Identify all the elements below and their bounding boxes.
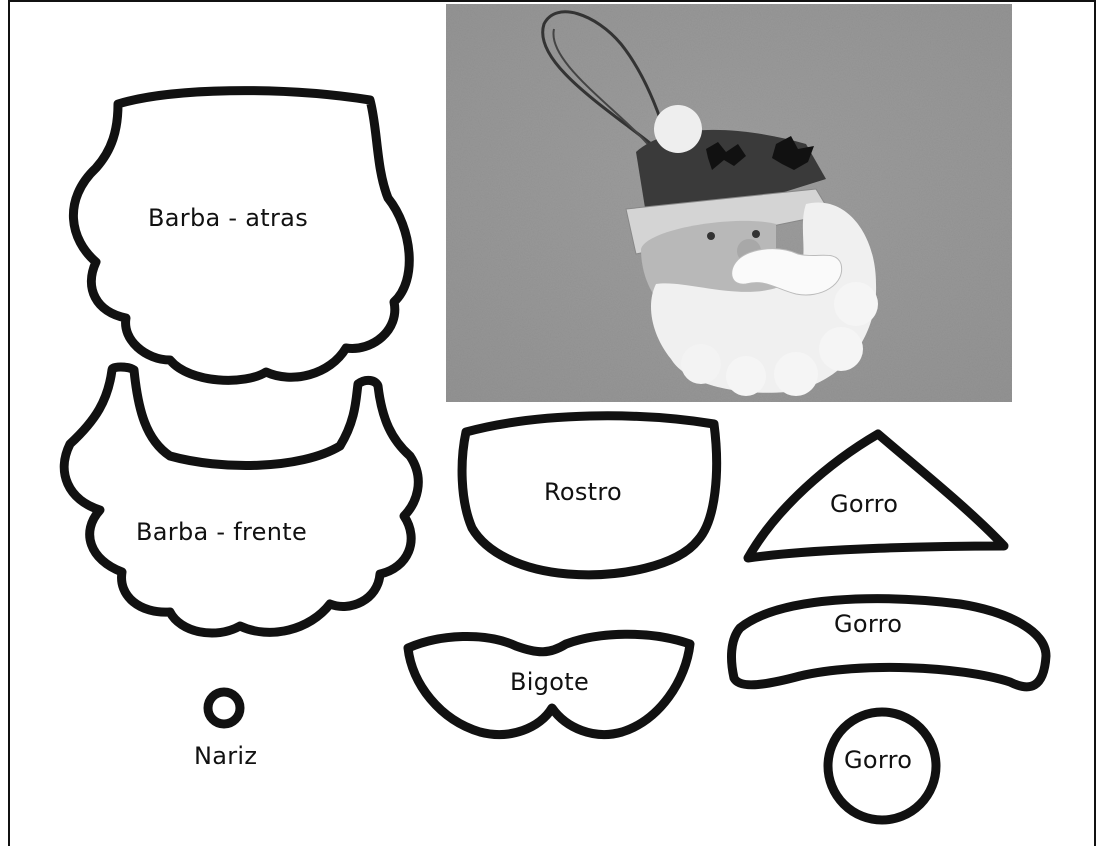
page-border [8,0,1096,846]
ornament-photo [446,4,1012,402]
beard-back-piece [69,86,414,385]
hat-pompom-piece [823,707,941,825]
santa-ornament-image [446,4,1012,402]
face-label: Rostro [544,478,623,506]
hat-band-label: Gorro [834,610,903,638]
nose-piece [203,687,245,729]
face-piece [457,411,722,580]
hat-top-piece [743,429,1009,563]
nose-label: Nariz [194,742,258,770]
mustache-piece [403,629,695,739]
hat-top-label: Gorro [830,490,899,518]
beard-front-piece [59,362,423,638]
beard-front-label: Barba - frente [136,518,308,546]
hat-pompom-label: Gorro [844,746,913,774]
beard-back-label: Barba - atras [148,204,308,232]
mustache-label: Bigote [510,668,590,696]
hat-band-piece [727,594,1051,692]
